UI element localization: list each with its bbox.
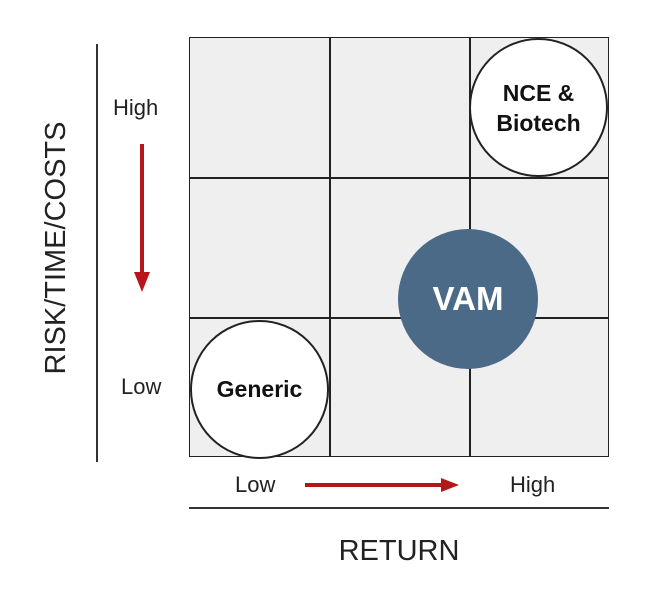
nce-bubble-line2: Biotech — [496, 109, 581, 136]
vam-bubble: VAM — [398, 229, 538, 369]
x-axis-title: RETURN — [338, 535, 460, 567]
nce-bubble-line1: NCE & — [502, 79, 575, 106]
y-axis-low-label: Low — [121, 374, 162, 399]
y-axis-title: RISK/TIME/COSTS — [36, 88, 76, 408]
x-axis-arrow-right-icon — [305, 478, 459, 492]
x-axis-line — [189, 507, 609, 509]
y-axis-title-text: RISK/TIME/COSTS — [39, 121, 72, 375]
y-axis-high-label: High — [113, 95, 159, 120]
vam-bubble-label: VAM — [432, 280, 504, 317]
generic-bubble-label: Generic — [216, 376, 303, 402]
generic-bubble: Generic — [190, 320, 329, 459]
y-axis-arrow-down-icon — [134, 144, 150, 292]
grid-divider-v1 — [329, 38, 331, 456]
grid-divider-h1 — [190, 177, 608, 179]
x-axis-low-label: Low — [235, 472, 276, 497]
grid-divider-h2 — [190, 317, 608, 319]
nce-biotech-bubble: NCE & Biotech — [469, 38, 608, 177]
y-axis-line — [96, 44, 98, 462]
x-axis-high-label: High — [510, 472, 556, 497]
